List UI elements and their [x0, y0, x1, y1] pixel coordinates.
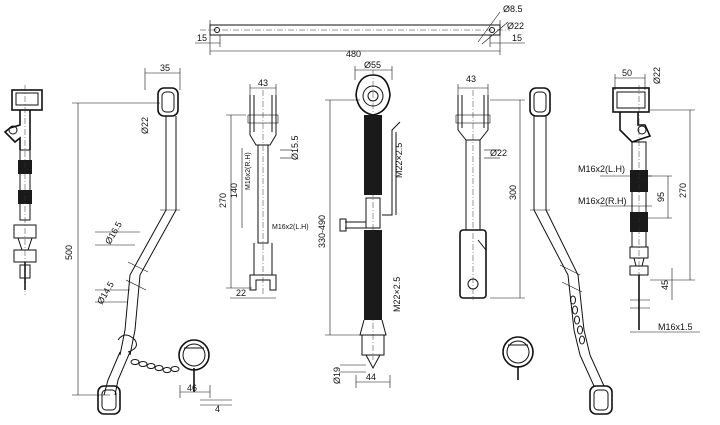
stabilizer-length-label: 270 — [678, 183, 688, 198]
top-link-end-label: 44 — [366, 372, 376, 382]
turnbuckle-fork-label: 22 — [236, 288, 246, 298]
stabilizer-dia-label: Ø22 — [652, 67, 662, 84]
turnbuckle-length-label: 270 — [218, 193, 228, 208]
top-bar-left-label: 15 — [197, 33, 207, 43]
right-lift-rod-drawing — [502, 87, 613, 415]
turnbuckle-dia-label: Ø15.5 — [290, 135, 300, 160]
lift-rod-chain — [130, 359, 180, 373]
check-rod-dia-label: Ø22 — [490, 148, 507, 158]
lift-rod-width-label: 35 — [160, 63, 170, 73]
right-lift-rod-chain — [570, 295, 585, 345]
stabilizer-end-label: 45 — [660, 280, 670, 290]
lift-rod-dia1-label: Ø16.5 — [103, 220, 124, 246]
lift-rod-drawing: 500 35 Ø22 Ø16.5 Ø14.5 — [64, 63, 232, 415]
top-bar-right-label: 15 — [512, 33, 522, 43]
turnbuckle-lh-thread-label: M16x2(L.H) — [272, 224, 309, 231]
check-rod-width-label: 43 — [466, 74, 476, 84]
lift-rod-dia-label: Ø22 — [140, 117, 150, 134]
top-bar-hole-label: Ø8.5 — [503, 4, 523, 14]
stabilizer-mid-label: 95 — [656, 192, 666, 202]
turnbuckle-rh-thread-label: M16x2(R.H) — [245, 152, 252, 190]
lift-rod-pin-label: 4 — [215, 404, 220, 414]
lift-rod-length-label: 500 — [64, 245, 74, 260]
check-rod-drawing: 43 Ø22 300 — [455, 74, 525, 300]
top-link-dia-label: Ø55 — [364, 60, 381, 70]
top-bar-drawing: Ø8.5 Ø22 15 480 15 — [195, 4, 525, 59]
stabilizer-lh-thread-label: M16x2(L.H) — [578, 164, 625, 174]
stabilizer-drawing: 50 Ø22 M16x2(L.H) M16x2(R.H) 95 270 45 M… — [578, 67, 700, 333]
turnbuckle-drawing: 43 Ø15.5 270 140 M16x2(R.H) M16x2(L.H) 2… — [218, 78, 309, 299]
top-link-range-label: 330-490 — [317, 215, 327, 248]
stabilizer-width-label: 50 — [622, 68, 632, 78]
turnbuckle-mid-label: 140 — [229, 183, 239, 198]
top-link-thread1-label: M22×2.5 — [394, 143, 404, 178]
lift-rod-offset-label: 46 — [187, 383, 197, 393]
top-link-drawing: Ø55 M22×2.5 M22×2.5 330-490 Ø19 44 — [317, 60, 404, 388]
top-link-pin-label: Ø19 — [332, 367, 342, 384]
turnbuckle-width-label: 43 — [258, 78, 268, 88]
top-bar-dia-label: Ø22 — [507, 21, 524, 31]
stabilizer-rh-thread-label: M16x2(R.H) — [578, 196, 627, 206]
check-rod-length-label: 300 — [508, 185, 518, 200]
top-link-thread2-label: M22×2.5 — [392, 277, 402, 312]
top-bar-length-label: 480 — [346, 49, 361, 59]
stabilizer-tip-thread-label: M16x1.5 — [658, 322, 693, 332]
left-side-view — [3, 85, 43, 295]
